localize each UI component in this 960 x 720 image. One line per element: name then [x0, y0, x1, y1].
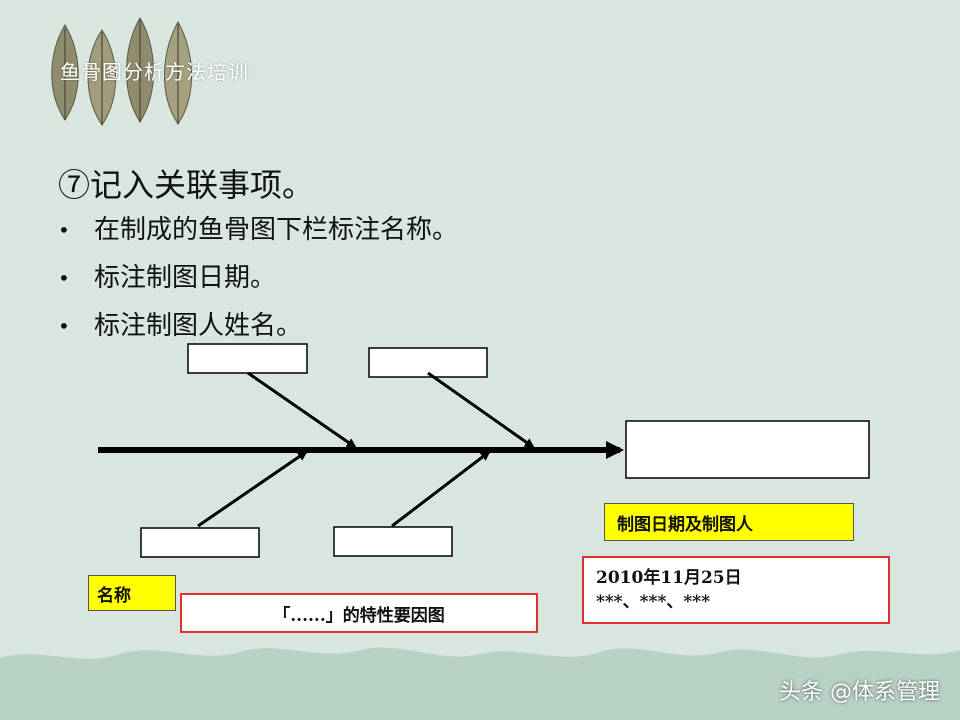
bone-arrow	[247, 371, 357, 449]
effect-box	[625, 420, 870, 479]
ground-decoration	[0, 647, 960, 720]
bullet-item: • 标注制图人姓名。	[58, 306, 458, 354]
date-author-label: 制图日期及制图人	[604, 503, 854, 541]
cause-box	[140, 527, 260, 558]
bullet-item: • 在制成的鱼骨图下栏标注名称。	[58, 210, 458, 258]
bullet-text: 在制成的鱼骨图下栏标注名称。	[94, 215, 459, 245]
cause-box	[187, 343, 308, 374]
bullet-text: 标注制图人姓名。	[94, 311, 303, 341]
header-title: 鱼骨图分析方法培训	[60, 60, 249, 84]
leaves-decoration-icon	[51, 17, 193, 126]
bone-arrow	[197, 450, 308, 528]
date-value: 2010年11月25日	[596, 568, 742, 588]
watermark-text: 头条 @体系管理	[779, 680, 940, 705]
bone-arrow	[427, 371, 535, 449]
section-heading: ⑦记入关联事项。	[58, 166, 315, 204]
bone-arrow	[391, 450, 491, 528]
date-author-box: 2010年11月25日 ***、***、***	[582, 556, 890, 624]
authors-value: ***、***、***	[596, 592, 711, 612]
bullet-dot-icon: •	[58, 314, 70, 338]
bullet-dot-icon: •	[58, 266, 70, 290]
cause-box	[368, 347, 488, 378]
diagram-title-box: 「......」的特性要因图	[180, 593, 538, 633]
name-label: 名称	[88, 575, 176, 611]
bullet-item: • 标注制图日期。	[58, 258, 458, 306]
bullet-text: 标注制图日期。	[94, 263, 277, 293]
bullet-list: • 在制成的鱼骨图下栏标注名称。 • 标注制图日期。 • 标注制图人姓名。	[58, 210, 458, 354]
cause-box	[333, 526, 453, 557]
bullet-dot-icon: •	[58, 218, 70, 242]
